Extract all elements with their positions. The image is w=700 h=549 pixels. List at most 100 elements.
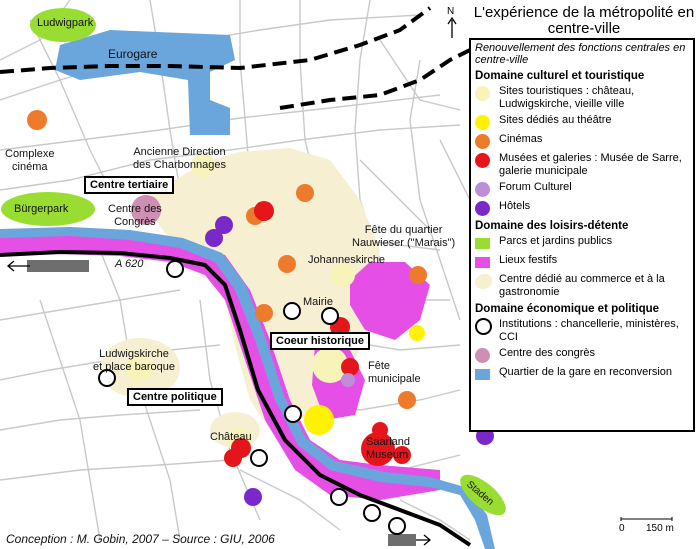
institution bbox=[166, 260, 184, 278]
institutions bbox=[98, 260, 406, 535]
legend-symbol-icon bbox=[475, 85, 495, 101]
legend-symbol-icon bbox=[475, 317, 495, 335]
label-ancienne-direction: Ancienne Direction des Charbonnages bbox=[133, 146, 226, 171]
institution bbox=[283, 302, 301, 320]
legend-symbol-icon bbox=[475, 133, 495, 149]
hotel bbox=[205, 229, 223, 247]
legend-subtitle: Renouvellement des fonctions centrales e… bbox=[475, 42, 686, 66]
arrow-south-icon bbox=[416, 534, 432, 546]
label-burgerpark: Bürgerpark bbox=[14, 203, 69, 215]
legend-item: Sites touristiques : château, Ludwigskir… bbox=[475, 85, 689, 111]
legend-item-label: Parcs et jardins publics bbox=[499, 235, 613, 247]
legend-item-label: Lieux festifs bbox=[499, 254, 558, 266]
label-fete-quartier: Fête du quartier Nauwieser ("Marais") bbox=[352, 224, 456, 249]
legend-item-label: Institutions : chancellerie, ministères,… bbox=[499, 318, 679, 343]
staden-park bbox=[460, 474, 506, 516]
a620-motorway bbox=[0, 249, 472, 547]
institution bbox=[388, 517, 406, 535]
museum bbox=[254, 201, 274, 221]
motorway-exit-south bbox=[388, 534, 416, 546]
label-johanneskirche: Johanneskirche bbox=[308, 254, 386, 266]
legend-item-label: Forum Culturel bbox=[499, 181, 572, 193]
label-chateau: Château bbox=[210, 431, 252, 443]
forum-culturel bbox=[341, 373, 355, 387]
label-saarland-museum: Saarland Museum bbox=[366, 436, 411, 461]
north-label: N bbox=[447, 6, 455, 17]
legend-item-label: Centre dédié au commerce et à la gastron… bbox=[499, 273, 665, 298]
hotel bbox=[244, 488, 262, 506]
legend-item: Sites dédiés au théâtre bbox=[475, 114, 689, 130]
legend-item: Institutions : chancellerie, ministères,… bbox=[475, 317, 689, 344]
legend-item-label: Musées et galeries : Musée de Sarre, gal… bbox=[499, 152, 682, 177]
arrow-west-icon bbox=[6, 260, 30, 272]
legend-symbol-icon bbox=[475, 114, 495, 130]
legend-item: Cinémas bbox=[475, 133, 689, 149]
legend-item: Parcs et jardins publics bbox=[475, 235, 689, 251]
cinema bbox=[27, 110, 47, 130]
museum bbox=[372, 422, 388, 438]
cinema bbox=[255, 304, 273, 322]
legend-symbol-icon bbox=[475, 235, 495, 251]
legend-symbol-icon bbox=[475, 273, 495, 289]
label-complexe-cinema: Complexe cinéma bbox=[5, 148, 55, 173]
label-centre-congres: Centre des Congrès bbox=[108, 203, 162, 228]
museum bbox=[224, 449, 242, 467]
label-a620: A 620 bbox=[115, 258, 144, 270]
cinema bbox=[398, 391, 416, 409]
legend-item-label: Sites dédiés au théâtre bbox=[499, 114, 612, 126]
legend-item-label: Cinémas bbox=[499, 133, 543, 145]
legend-symbol-icon bbox=[475, 254, 495, 270]
legend-item: Hôtels bbox=[475, 200, 689, 216]
legend-section-heading: Domaine des loisirs-détente bbox=[475, 220, 629, 232]
institution bbox=[330, 488, 348, 506]
north-arrow-icon bbox=[447, 16, 457, 38]
tourist-site-ancienne-direction bbox=[191, 153, 215, 177]
station-quarter bbox=[55, 30, 235, 135]
label-ludwigskirche: Ludwigskirche et place baroque bbox=[93, 348, 175, 373]
label-eurogare: Eurogare bbox=[108, 47, 158, 61]
railway bbox=[0, 6, 471, 110]
festive-riverbank bbox=[0, 230, 440, 500]
scale-zero-label: 0 bbox=[619, 523, 625, 534]
river-saar bbox=[0, 227, 495, 549]
legend-item-label: Quartier de la gare en reconversion bbox=[499, 366, 673, 378]
legend-item: Quartier de la gare en reconversion bbox=[475, 366, 689, 382]
motorway-exit-west bbox=[27, 260, 89, 272]
ludwigpark-park bbox=[30, 8, 96, 42]
tourist-site-ludwigskirche bbox=[126, 354, 154, 382]
label-fete-municipale: Fête municipale bbox=[368, 360, 421, 385]
label-mairie: Mairie bbox=[303, 296, 333, 308]
institution bbox=[250, 449, 268, 467]
map-title: L'expérience de la métropolité en centre… bbox=[473, 4, 695, 37]
legend-symbol-icon bbox=[475, 181, 495, 197]
museums bbox=[224, 201, 411, 467]
theatre-site bbox=[409, 325, 425, 341]
museum bbox=[393, 446, 411, 464]
legend-item: Centre dédié au commerce et à la gastron… bbox=[475, 273, 689, 299]
legend-item-label: Centre des congrès bbox=[499, 347, 595, 359]
institution bbox=[321, 307, 339, 325]
congress-center bbox=[131, 195, 161, 225]
scale-label: 150 m bbox=[646, 523, 674, 534]
legend-item: Musées et galeries : Musée de Sarre, gal… bbox=[475, 152, 689, 178]
institution bbox=[98, 369, 116, 387]
cinema bbox=[278, 255, 296, 273]
legend-item: Centre des congrès bbox=[475, 347, 689, 363]
cinema bbox=[409, 266, 427, 284]
legend-symbol-icon bbox=[475, 200, 495, 216]
burgerpark-park bbox=[1, 192, 95, 226]
institution bbox=[284, 405, 302, 423]
label-centre-politique: Centre politique bbox=[127, 388, 223, 406]
tourist-site-coeur bbox=[312, 347, 348, 383]
legend-item: Forum Culturel bbox=[475, 181, 689, 197]
credit: Conception : M. Gobin, 2007 – Source : G… bbox=[6, 532, 275, 546]
theatre-site bbox=[304, 405, 334, 435]
legend-symbol-icon bbox=[475, 366, 495, 382]
cinema bbox=[296, 184, 314, 202]
legend-section-heading: Domaine culturel et touristique bbox=[475, 70, 645, 82]
legend-item-label: Sites touristiques : château, Ludwigskir… bbox=[499, 85, 635, 110]
museum bbox=[341, 358, 359, 376]
legend-section-heading: Domaine économique et politique bbox=[475, 303, 660, 315]
